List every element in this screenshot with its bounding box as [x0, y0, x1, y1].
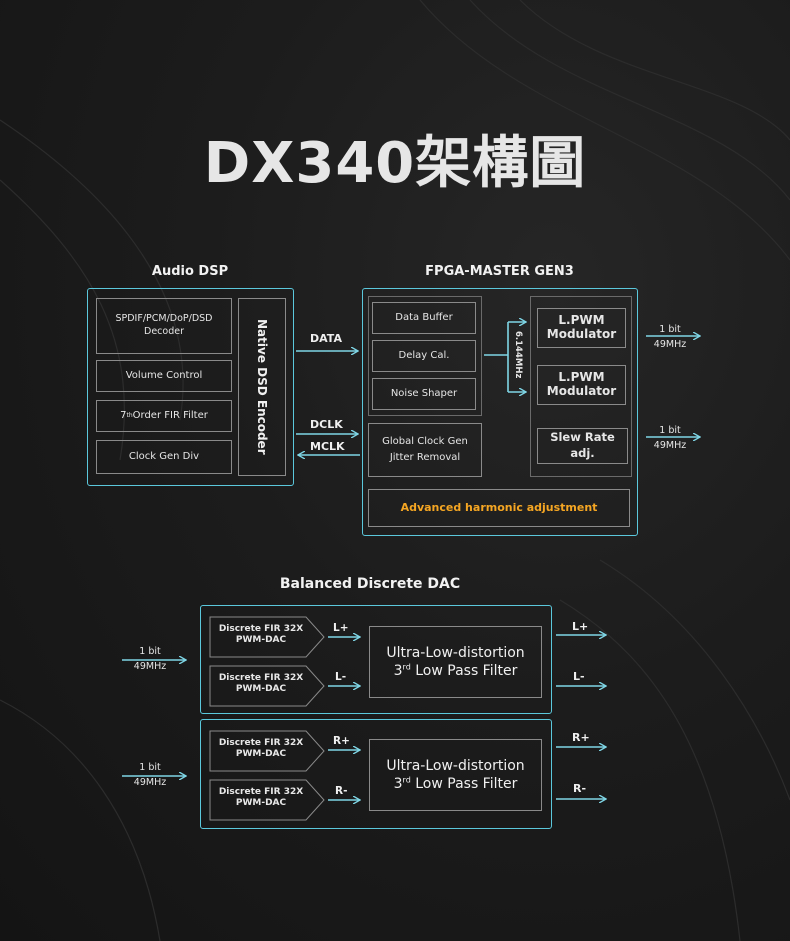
harmonic-adjustment-label: Advanced harmonic adjustment [400, 500, 598, 514]
l-pwm-modulator-2: L.PWM Modulator [537, 365, 626, 405]
dac-left-in-bit: 1 bit [139, 646, 161, 657]
data-buffer-block: Data Buffer [372, 302, 476, 334]
dac-group-right [200, 719, 552, 829]
lpf-left: Ultra-Low-distortion 3rd Low Pass Filter [369, 626, 542, 698]
lpf-right-prefix: 3 [393, 776, 403, 792]
pwm-dac-shape-r1 [209, 730, 325, 772]
lpf-left-prefix: 3 [393, 663, 403, 679]
slew-rate-block: Slew Rate adj. [537, 428, 628, 464]
dac-label: Balanced Discrete DAC [279, 576, 461, 592]
signal-l-minus: L- [335, 671, 347, 683]
pwm-dac-l2: Discrete FIR 32X PWM-DAC [218, 673, 304, 695]
fpga-out1-bit: 1 bit [659, 324, 681, 335]
audio-dsp-label: Audio DSP [151, 264, 229, 279]
signal-l-plus: L+ [333, 622, 349, 634]
dac-right-in-freq: 49MHz [133, 777, 167, 788]
volume-control-block: Volume Control [96, 360, 232, 392]
signal-r-minus: R- [335, 785, 348, 797]
pwm-dac-shape-l2 [209, 665, 325, 707]
lpf-right-suffix: Low Pass Filter [410, 776, 518, 792]
lpf-left-line1: Ultra-Low-distortion [386, 644, 525, 661]
lpf-left-line2: 3rd Low Pass Filter [394, 662, 518, 680]
pwm-dac-shape-l1 [209, 616, 325, 658]
fpga-label: FPGA-MASTER GEN3 [425, 264, 574, 279]
fpga-modulator-group [530, 296, 632, 477]
fpga-out2-freq: 49MHz [653, 440, 687, 451]
decoder-block: SPDIF/PCM/DoP/DSD Decoder [96, 298, 232, 354]
audio-dsp-box [87, 288, 294, 486]
dclk-signal-label: DCLK [310, 418, 343, 431]
fpga-box [362, 288, 638, 536]
output-l-plus: L+ [572, 620, 589, 633]
mclk-signal-label: MCLK [310, 440, 345, 453]
native-dsd-encoder-block: Native DSD Encoder [238, 298, 286, 476]
harmonic-adjustment-block: Advanced harmonic adjustment [368, 489, 630, 527]
dac-left-in-freq: 49MHz [133, 661, 167, 672]
output-l-minus: L- [573, 670, 585, 683]
lpf-left-sup: rd [402, 662, 411, 672]
fir-filter-suffix: Order FIR Filter [132, 410, 208, 422]
fpga-out1-freq: 49MHz [653, 339, 687, 350]
lpf-right-line2: 3rd Low Pass Filter [394, 775, 518, 793]
lpf-right-line1: Ultra-Low-distortion [386, 757, 525, 774]
pwm-dac-shape-r2 [209, 779, 325, 821]
fir-filter-prefix: 7 [120, 410, 127, 422]
dac-right-in-bit: 1 bit [139, 762, 161, 773]
delay-cal-block: Delay Cal. [372, 340, 476, 372]
fpga-processing-group [368, 296, 482, 416]
output-r-plus: R+ [572, 731, 590, 744]
lpf-right-sup: rd [402, 775, 411, 785]
pwm-dac-l1: Discrete FIR 32X PWM-DAC [218, 624, 304, 646]
lpf-right: Ultra-Low-distortion 3rd Low Pass Filter [369, 739, 542, 811]
page-title: DX340架構圖 [203, 131, 587, 196]
l-pwm-modulator-1: L.PWM Modulator [537, 308, 626, 348]
noise-shaper-block: Noise Shaper [372, 378, 476, 410]
clock-gen-div-block: Clock Gen Div [96, 440, 232, 474]
data-signal-label: DATA [310, 332, 342, 345]
output-r-minus: R- [573, 782, 587, 795]
fir-filter-sup: th [126, 411, 133, 419]
clock-jitter-block: Global Clock Gen Jitter Removal [368, 423, 482, 477]
lpf-left-suffix: Low Pass Filter [410, 663, 518, 679]
fpga-out2-bit: 1 bit [659, 425, 681, 436]
dac-group-left [200, 605, 552, 714]
pwm-dac-r2: Discrete FIR 32X PWM-DAC [218, 787, 304, 809]
freq-label: 6.144MHz [513, 331, 523, 379]
pwm-dac-r1: Discrete FIR 32X PWM-DAC [218, 738, 304, 760]
signal-r-plus: R+ [333, 735, 350, 747]
